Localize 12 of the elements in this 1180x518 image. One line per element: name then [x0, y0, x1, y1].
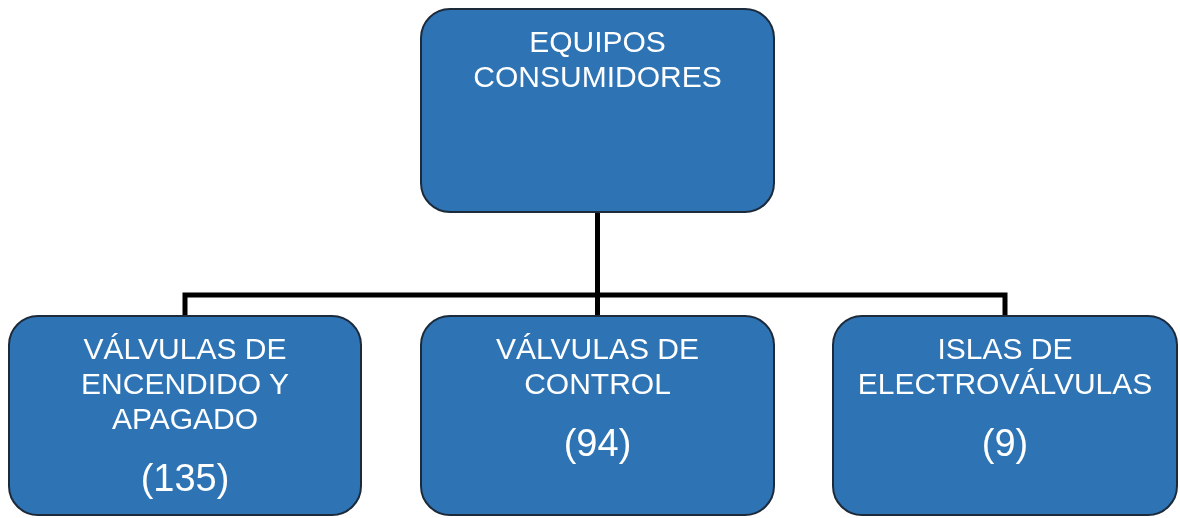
box-heading: EQUIPOS CONSUMIDORES [472, 24, 723, 94]
count-label: (94) [563, 421, 632, 465]
box-heading: VÁLVULAS DE ENCENDIDO Y APAGADO [80, 331, 290, 436]
category-box [8, 315, 362, 516]
connector-line [595, 213, 1008, 315]
category-box [832, 315, 1178, 516]
count-label: (135) [140, 456, 230, 500]
category-box [420, 315, 775, 516]
box-heading: VÁLVULAS DE CONTROL [495, 331, 700, 401]
box-heading: ISLAS DE ELECTROVÁLVULAS [856, 331, 1154, 401]
count-label: (9) [981, 421, 1029, 465]
category-box [420, 8, 775, 213]
